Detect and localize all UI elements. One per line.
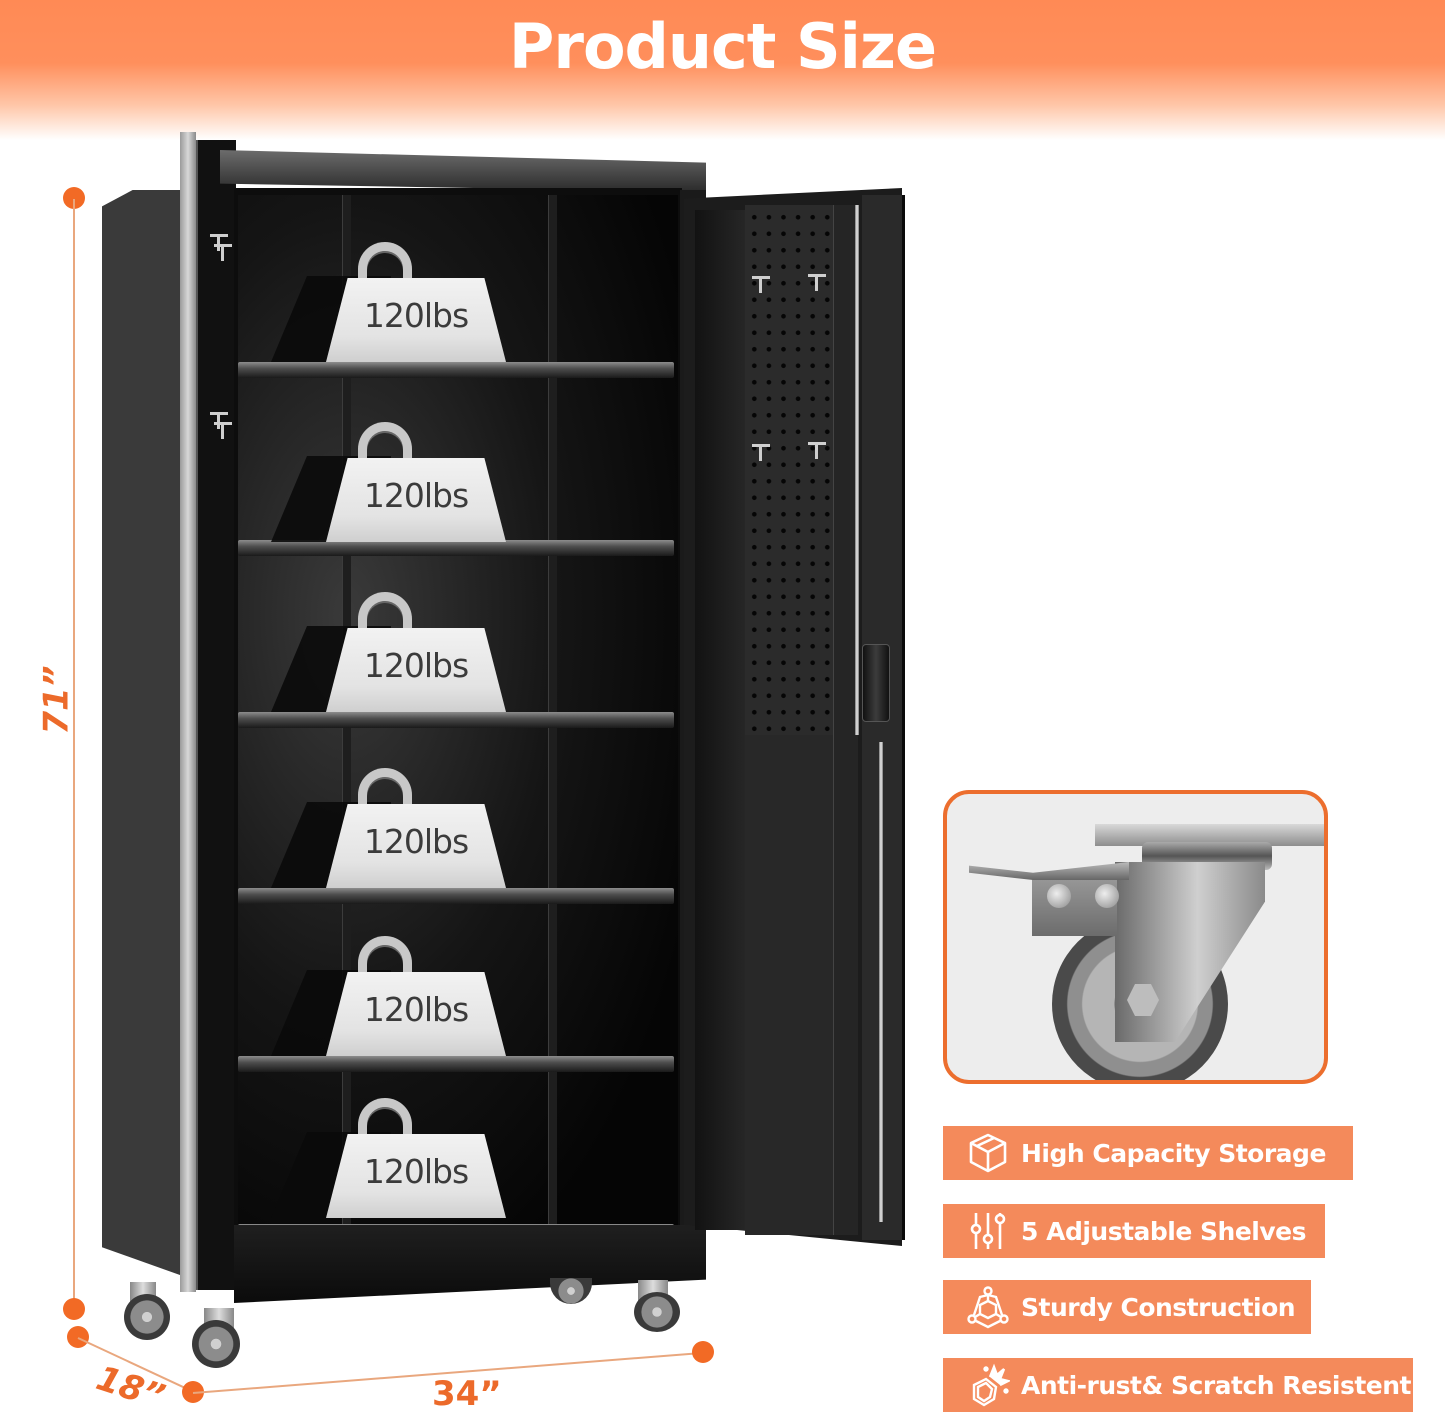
hook-icon [752,444,770,461]
height-dimension-label: 71” [36,665,77,735]
structure-icon [965,1284,1011,1330]
weight-handle-icon [358,936,412,982]
feature-badge-construction: Sturdy Construction [943,1280,1311,1334]
feature-label: Anti-rust& Scratch Resistent [1021,1370,1412,1400]
shelf [238,362,674,378]
weight-indicator: 120lbs [271,422,506,542]
caster-mount-plate [1095,824,1324,846]
hook-icon [214,244,232,261]
cabinet-left-door-outer [102,190,194,1280]
weight-label: 120lbs [363,646,469,685]
feature-badge-capacity: High Capacity Storage [943,1126,1353,1180]
width-dimension-label: 34” [432,1374,502,1414]
weight-indicator: 120lbs [271,1098,506,1218]
door-inner-panel [695,210,745,1230]
caster-detail-panel [943,790,1328,1084]
height-dimension-line [73,199,75,1309]
weight-label: 120lbs [363,296,469,335]
weight-label: 120lbs [363,990,469,1029]
door-lock-rod [855,205,859,735]
caster-wheel-icon [634,1292,680,1332]
shield-icon [965,1362,1011,1408]
caster-axle-bolt [1127,984,1159,1016]
width-dimension-right-dot [692,1341,714,1363]
weight-handle-icon [358,422,412,468]
hook-icon [752,276,770,293]
shelf [238,712,674,728]
weight-indicator: 120lbs [271,768,506,888]
weight-indicator: 120lbs [271,936,506,1056]
header-banner: Product Size [0,0,1445,140]
caster-wheel-icon [124,1294,170,1340]
hook-icon [808,274,826,291]
feature-label: Sturdy Construction [1021,1292,1296,1322]
door-handle [862,644,890,722]
shelf [238,888,674,904]
cabinet-top [220,150,706,192]
weight-indicator: 120lbs [271,242,506,362]
weight-label: 120lbs [363,476,469,515]
page-title: Product Size [508,10,937,83]
caster-wheel-icon [192,1320,240,1368]
weight-handle-icon [358,242,412,288]
weight-indicator: 120lbs [271,592,506,712]
feature-badge-anti-rust: Anti-rust& Scratch Resistent [943,1358,1413,1412]
caster-rivet [1095,884,1119,908]
caster-rivet [1047,884,1071,908]
door-rail [833,205,858,1235]
height-dimension-bottom-dot [63,1298,85,1320]
weight-handle-icon [358,592,412,638]
weight-handle-icon [358,768,412,814]
caster-brake-lever [969,862,1129,880]
weight-label: 120lbs [363,822,469,861]
box-icon [965,1130,1011,1176]
cabinet-left-door-inner [196,140,236,1290]
hook-icon [808,442,826,459]
sliders-icon [965,1208,1011,1254]
feature-badge-shelves: 5 Adjustable Shelves [943,1204,1325,1258]
pegboard-lower-panel [745,735,833,1235]
weight-label: 120lbs [363,1152,469,1191]
caster-wheel-icon [550,1278,592,1304]
weight-handle-icon [358,1098,412,1144]
depth-dimension-left-dot [67,1326,89,1348]
hook-icon [214,422,232,439]
cabinet-base [234,1225,706,1303]
shelf [238,540,674,556]
depth-dimension-label: 18” [91,1358,170,1418]
shelf [238,1056,674,1072]
height-dimension-top-dot [63,187,85,209]
door-lock-rod [879,742,883,1222]
feature-label: 5 Adjustable Shelves [1021,1216,1307,1246]
feature-label: High Capacity Storage [1021,1138,1326,1168]
cabinet-left-door-edge [180,132,196,1292]
